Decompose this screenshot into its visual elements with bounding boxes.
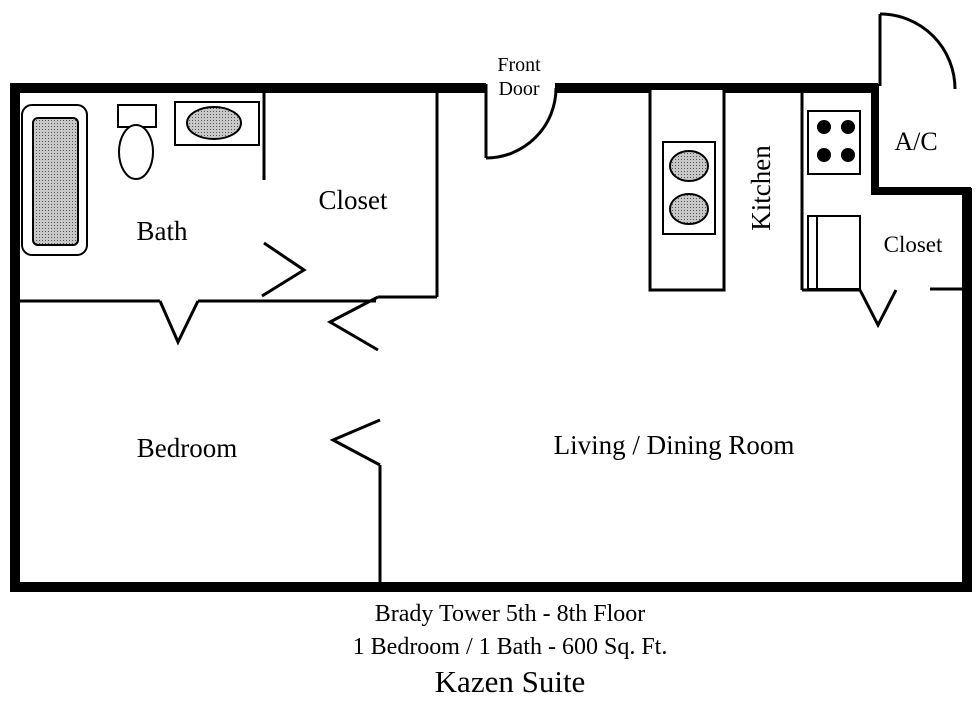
caption-building: Brady Tower 5th - 8th Floor (374, 601, 646, 627)
room-label-kitchen: Kitchen (746, 145, 776, 231)
room-label-living-dining: Living / Dining Room (554, 430, 795, 460)
front-door-label-line1: Front (497, 54, 541, 76)
room-label-ac: A/C (894, 127, 937, 156)
interior-door-symbols (158, 241, 898, 467)
kitchen-sink (662, 141, 716, 235)
stove (807, 110, 861, 175)
bathtub (21, 104, 88, 256)
room-label-bath: Bath (137, 216, 188, 246)
room-label-closet: Closet (318, 185, 388, 215)
room-label-side-closet: Closet (884, 232, 943, 257)
toilet (117, 104, 157, 180)
refrigerator (807, 215, 861, 290)
front-door-swing (484, 84, 558, 160)
bath-sink (174, 101, 260, 146)
caption-suite-name: Kazen Suite (434, 664, 586, 699)
exterior-walls (10, 83, 972, 592)
front-door-label-line2: Door (498, 78, 539, 100)
ac-closet-walls (871, 12, 971, 195)
room-label-bedroom: Bedroom (137, 433, 238, 463)
caption-layout: 1 Bedroom / 1 Bath - 600 Sq. Ft. (352, 634, 668, 660)
